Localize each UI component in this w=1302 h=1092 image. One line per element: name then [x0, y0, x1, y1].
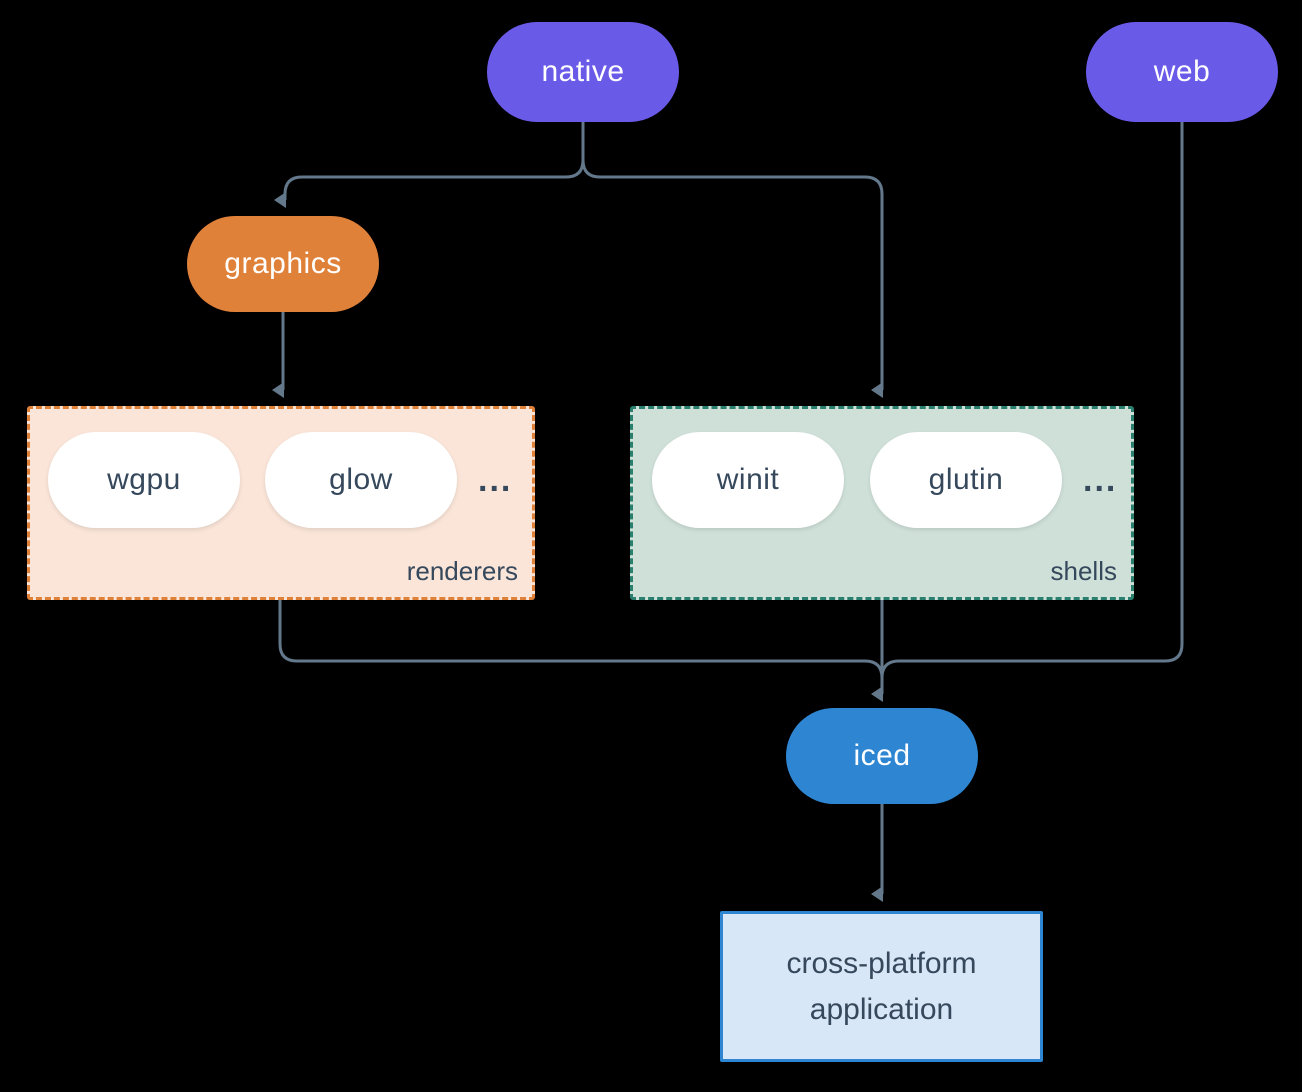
node-glow: glow: [265, 432, 457, 528]
edge-renderers-to-iced: [278, 600, 884, 690]
node-winit-label: winit: [716, 463, 780, 496]
renderers-group-label: renderers: [406, 556, 518, 586]
edge-native-to-shells: [581, 122, 884, 398]
node-winit: winit: [652, 432, 844, 528]
node-wgpu-label: wgpu: [107, 463, 181, 496]
node-glutin: glutin: [870, 432, 1062, 528]
node-iced: iced: [786, 708, 978, 804]
node-native-label: native: [541, 55, 625, 88]
shells-group-label: shells: [1050, 556, 1117, 586]
node-glow-label: glow: [329, 463, 393, 496]
node-cross-platform-application: cross-platform application: [720, 911, 1043, 1062]
node-app-label: cross-platform application: [786, 946, 977, 1026]
node-iced-label: iced: [853, 739, 911, 772]
node-graphics: graphics: [187, 216, 379, 312]
node-web-label: web: [1153, 55, 1211, 88]
node-native: native: [487, 22, 679, 122]
group-renderers: wgpu glow ... renderers: [27, 406, 535, 600]
renderers-ellipsis: ...: [478, 460, 513, 499]
node-web: web: [1086, 22, 1278, 122]
shells-ellipsis: ...: [1083, 460, 1118, 499]
node-glutin-label: glutin: [928, 463, 1004, 496]
edge-native-to-graphics: [274, 122, 585, 208]
node-wgpu: wgpu: [48, 432, 240, 528]
group-shells: winit glutin ... shells: [630, 406, 1134, 600]
node-graphics-label: graphics: [224, 247, 342, 280]
